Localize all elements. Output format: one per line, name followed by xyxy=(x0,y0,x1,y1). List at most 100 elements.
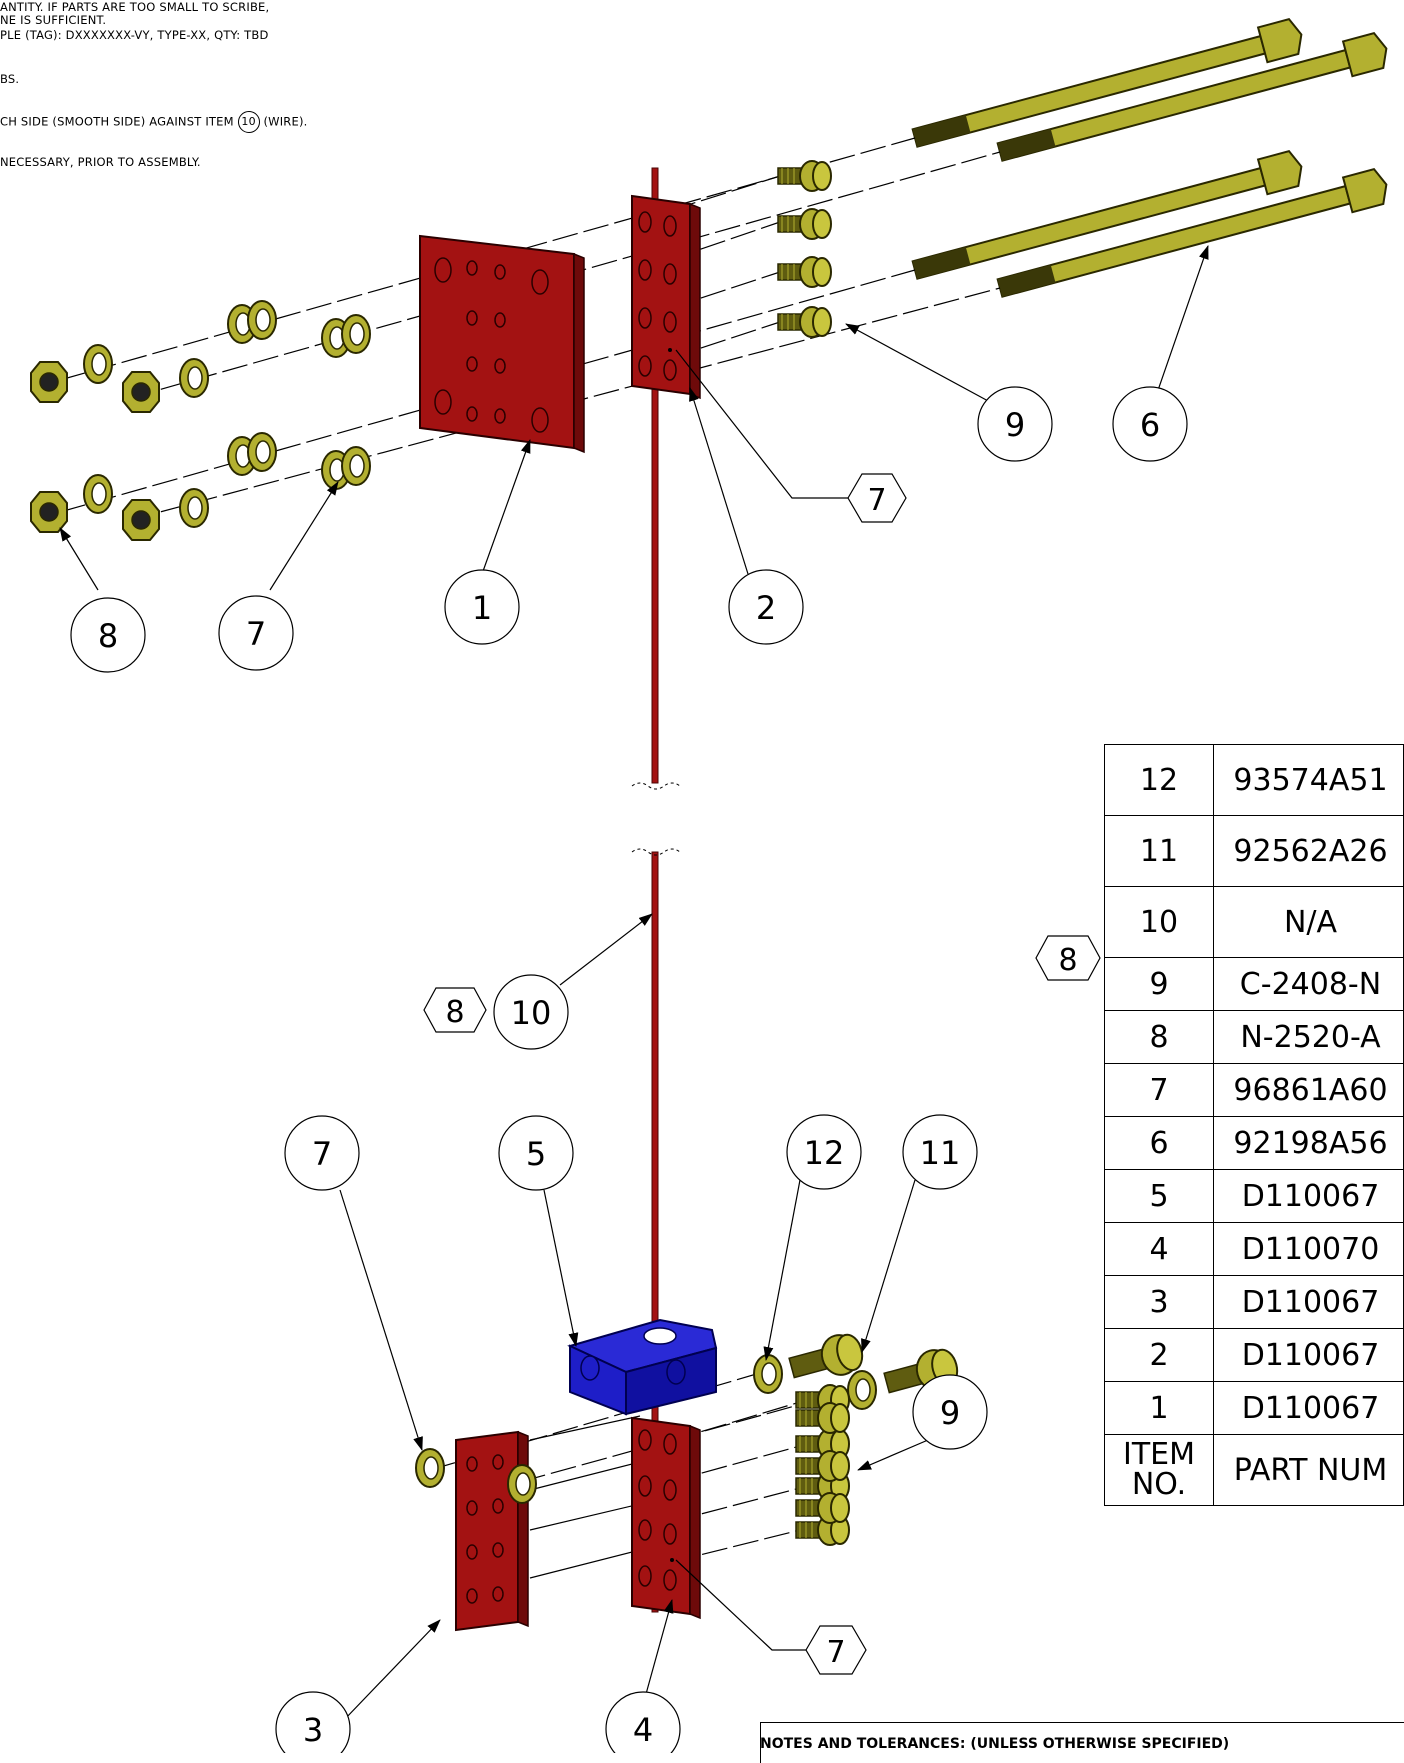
clamp-bar-bottom xyxy=(631,1416,701,1620)
balloon-7-bottom: 7 xyxy=(284,1115,360,1191)
svg-text:9: 9 xyxy=(1005,406,1025,444)
svg-text:11: 11 xyxy=(920,1134,961,1172)
tolerances-title: NOTES AND TOLERANCES: (UNLESS OTHERWISE … xyxy=(760,1736,1230,1752)
assembly-lines-bottom xyxy=(529,1415,641,1579)
bom-part-number: D110067 xyxy=(1213,1328,1404,1382)
svg-text:3: 3 xyxy=(303,1711,323,1749)
tolerances-box xyxy=(760,1722,1404,1763)
balloon-12: 12 xyxy=(786,1114,862,1190)
balloon-8-top: 8 xyxy=(70,597,146,673)
bom-item-number: 12 xyxy=(1104,744,1214,816)
bom-header-part: PART NUM xyxy=(1213,1434,1404,1506)
note-tag-8-wire: 8 xyxy=(423,987,487,1033)
wire-clamp-block xyxy=(567,1318,718,1416)
bom-item-number: 4 xyxy=(1104,1222,1214,1276)
note-line-5-text-a: CH SIDE (SMOOTH SIDE) AGAINST ITEM xyxy=(0,114,234,129)
bom-item-number: 10 xyxy=(1104,886,1214,958)
bom-item-number: 6 xyxy=(1104,1116,1214,1170)
svg-text:2: 2 xyxy=(756,589,776,627)
balloon-10: 10 xyxy=(493,974,569,1050)
bom-item-number: 8 xyxy=(1104,1010,1214,1064)
clamp-bar-top xyxy=(631,194,701,400)
svg-text:7: 7 xyxy=(867,483,886,518)
balloon-11: 11 xyxy=(902,1114,978,1190)
balloon-5: 5 xyxy=(498,1115,574,1191)
long-bolts xyxy=(911,18,1388,298)
balloon-1: 1 xyxy=(444,569,520,645)
bom-item-number: 1 xyxy=(1104,1381,1214,1435)
bom-part-number: 96861A60 xyxy=(1213,1063,1404,1117)
note-line-5: CH SIDE (SMOOTH SIDE) AGAINST ITEM 10 (W… xyxy=(0,111,308,133)
note-line-1: ANTITY. IF PARTS ARE TOO SMALL TO SCRIBE… xyxy=(0,0,270,14)
bom-part-number: D110070 xyxy=(1213,1222,1404,1276)
screws-top xyxy=(777,160,832,338)
bom-part-number: D110067 xyxy=(1213,1275,1404,1329)
svg-text:10: 10 xyxy=(511,994,552,1032)
svg-text:8: 8 xyxy=(98,617,118,655)
bom-header-item-line2: NO. xyxy=(1131,1467,1187,1502)
wire xyxy=(631,167,681,1613)
note-line-4: BS. xyxy=(0,72,20,86)
clamp-plate-large xyxy=(419,234,585,454)
bom-item-number: 3 xyxy=(1104,1275,1214,1329)
nuts-washers-top xyxy=(30,300,371,541)
svg-text:4: 4 xyxy=(633,1711,653,1749)
balloon-4: 4 xyxy=(605,1691,681,1753)
svg-text:8: 8 xyxy=(1058,943,1077,978)
bom-part-number: 92198A56 xyxy=(1213,1116,1404,1170)
svg-text:6: 6 xyxy=(1140,406,1160,444)
bom-item-number: 7 xyxy=(1104,1063,1214,1117)
balloon-9-top: 9 xyxy=(977,386,1053,462)
leader-lines xyxy=(59,245,1209,1721)
bom-part-number: D110067 xyxy=(1213,1169,1404,1223)
item-balloons: 8 7 1 2 9 6 10 12 11 7 5 9 3 4 xyxy=(70,386,1188,1753)
svg-text:5: 5 xyxy=(526,1135,546,1173)
note-line-2: NE IS SUFFICIENT. xyxy=(0,13,107,27)
note-tag-7-bottom: 7 xyxy=(805,1625,867,1675)
balloon-7-top: 7 xyxy=(218,595,294,671)
note-line-5-text-b: (WIRE). xyxy=(263,114,308,129)
balloon-9-bottom: 9 xyxy=(912,1374,988,1450)
balloon-2: 2 xyxy=(728,569,804,645)
note-tag-8-bom: 8 xyxy=(1035,935,1101,981)
note-item-ref: 10 xyxy=(237,111,260,133)
bom-part-number: D110067 xyxy=(1213,1381,1404,1435)
svg-text:7: 7 xyxy=(826,1635,845,1670)
bom-item-number: 11 xyxy=(1104,815,1214,887)
svg-text:9: 9 xyxy=(940,1394,960,1432)
bom-item-number: 9 xyxy=(1104,957,1214,1011)
bom-header-item-line1: ITEM xyxy=(1122,1437,1195,1472)
bom-part-number: C-2408-N xyxy=(1213,957,1404,1011)
bom-part-number: 93574A51 xyxy=(1213,744,1404,816)
note-tags: 7 8 8 7 xyxy=(423,473,1101,1675)
bom-part-number: 92562A26 xyxy=(1213,815,1404,887)
note-tag-7-top: 7 xyxy=(847,473,907,523)
svg-text:7: 7 xyxy=(246,615,266,653)
bom-part-number: N-2520-A xyxy=(1213,1010,1404,1064)
clamp-plate-small xyxy=(455,1430,529,1632)
note-line-3: PLE (TAG): DXXXXXXX-VY, TYPE-XX, QTY: TB… xyxy=(0,28,269,42)
balloon-3: 3 xyxy=(275,1691,351,1753)
bom-part-number: N/A xyxy=(1213,886,1404,958)
svg-text:7: 7 xyxy=(312,1135,332,1173)
balloon-6: 6 xyxy=(1112,386,1188,462)
note-line-6: NECESSARY, PRIOR TO ASSEMBLY. xyxy=(0,155,201,169)
bom-item-number: 2 xyxy=(1104,1328,1214,1382)
svg-text:1: 1 xyxy=(472,589,492,627)
